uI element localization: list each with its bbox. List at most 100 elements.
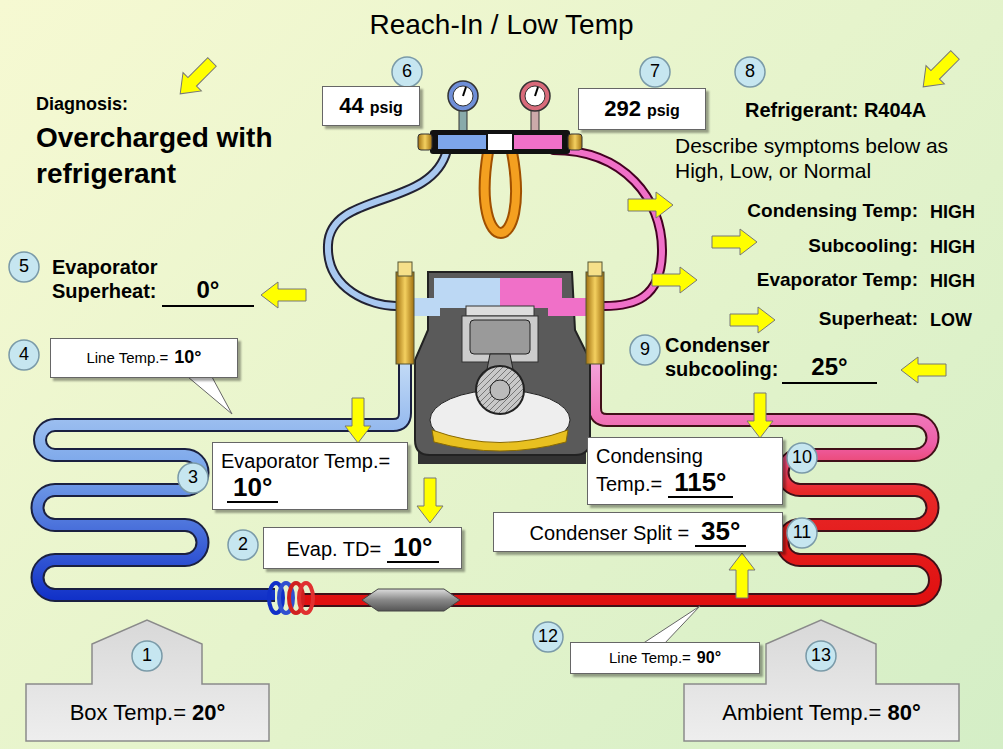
callout-label: 5: [19, 256, 29, 276]
symptom-name: Superheat:: [819, 308, 918, 331]
text-area: Evap. TD= 10°: [264, 528, 461, 568]
callout-label: 3: [188, 467, 198, 487]
text-group: 1: [142, 645, 152, 667]
measurement-name: Evaporator Superheat:: [52, 255, 202, 303]
text-area: 1: [131, 640, 163, 672]
text-group: Evap. TD= 10°: [286, 533, 438, 564]
measurement-value: 0°: [162, 276, 254, 307]
callout-number: 2: [227, 529, 259, 561]
text-area: 6: [391, 56, 423, 88]
text-area: 10: [786, 442, 818, 474]
field-name: Line Temp.=: [86, 349, 168, 366]
text-group: 10: [792, 447, 812, 469]
text-group: 3: [188, 467, 198, 489]
callout-label: 13: [811, 645, 831, 665]
pressure-box: 292psig: [578, 88, 706, 130]
field-value: psig: [370, 99, 403, 116]
heat-load-arrow: Ambient Temp.=80° 13: [683, 620, 960, 742]
field-value: 80°: [887, 700, 920, 725]
text-group: Box Temp.=20°: [70, 700, 226, 726]
text-group: Condensing Temp.=115°: [596, 444, 774, 499]
field-name: Box Temp.=: [70, 700, 186, 725]
text-area: Condenser Split =35°: [494, 513, 782, 551]
gauge-manifold: [418, 81, 582, 154]
diagnosis-heading: Diagnosis:: [36, 94, 128, 116]
measurement-name: Condenser subcooling:: [665, 333, 790, 381]
field-name: Evaporator Temp.=: [221, 450, 390, 472]
refrigerant-type: Refrigerant: R404A: [745, 98, 926, 122]
temperature-box: Evap. TD= 10°: [263, 527, 462, 569]
field-name: 44: [339, 93, 363, 118]
text-group: 2: [238, 534, 248, 556]
callout-label: 9: [640, 339, 650, 359]
symptom-value: HIGH: [930, 237, 975, 259]
heat-load-arrow: Box Temp.=20° 1: [25, 620, 270, 742]
instruction-note: Describe symptoms below as High, Low, or…: [675, 133, 995, 183]
field-value: 10°: [387, 533, 438, 564]
callout-number: 11: [786, 517, 818, 549]
callout-number: 7: [639, 56, 671, 88]
callout-pointer: [188, 377, 232, 414]
callout-number: 4: [8, 339, 40, 371]
field-name: Ambient Temp.=: [722, 700, 881, 725]
callout-label: 8: [745, 61, 755, 81]
text-area: 4: [8, 339, 40, 371]
temperature-box: Line Temp.= 90°: [570, 642, 760, 674]
text-group: 4: [19, 344, 29, 366]
field-name: Evap. TD=: [286, 538, 381, 560]
temperature-box: Evaporator Temp.=10°: [212, 442, 408, 510]
filter-drier: [362, 589, 460, 611]
diagram-title: Reach-In / Low Temp: [0, 8, 1003, 42]
text-area: 11: [786, 517, 818, 549]
text-group: Ambient Temp.=80°: [722, 700, 920, 726]
callout-label: 7: [650, 61, 660, 81]
text-area: 8: [734, 56, 766, 88]
symptom-name: Subcooling:: [808, 235, 918, 258]
text-group: 9: [640, 339, 650, 361]
symptom-name: Evaporator Temp:: [757, 269, 918, 292]
field-name: Condenser Split =: [530, 522, 690, 544]
text-group: 292psig: [604, 96, 680, 122]
text-group: 12: [538, 626, 558, 648]
field-name: 292: [604, 96, 641, 121]
text-area: Line Temp.= 90°: [571, 643, 759, 673]
text-area: 44 psig: [323, 87, 419, 125]
pressure-box: 44 psig: [322, 86, 420, 126]
callout-label: 6: [402, 61, 412, 81]
field-value: 115°: [668, 468, 732, 499]
callout-number: 13: [805, 640, 837, 672]
symptom-value: HIGH: [930, 271, 975, 293]
callout-number: 6: [391, 56, 423, 88]
text-area: 7: [639, 56, 671, 88]
callout-number: 10: [786, 442, 818, 474]
text-area: 9: [629, 334, 661, 366]
callout-label: 12: [538, 626, 558, 646]
field-value: 90°: [697, 649, 721, 666]
text-group: 6: [402, 61, 412, 83]
temperature-box: Condensing Temp.=115°: [587, 437, 783, 505]
callout-label: 4: [19, 344, 29, 364]
text-area: 2: [227, 529, 259, 561]
text-group: 8: [745, 61, 755, 83]
text-area: Evaporator Temp.=10°: [213, 443, 407, 509]
text-area: 12: [532, 621, 564, 653]
text-group: 44 psig: [339, 93, 402, 119]
callout-number: 12: [532, 621, 564, 653]
heat-exchanger: [269, 583, 313, 613]
callout-number: 8: [734, 56, 766, 88]
text-group: Line Temp.= 90°: [609, 648, 721, 667]
text-group: Evaporator Temp.=10°: [221, 449, 399, 504]
text-area: 5: [8, 251, 40, 283]
field-name: Line Temp.=: [609, 649, 691, 666]
text-group: 7: [650, 61, 660, 83]
measurement-value: 25°: [782, 353, 877, 384]
callout-number: 9: [629, 334, 661, 366]
text-area: 292psig: [579, 89, 705, 129]
text-group: 5: [19, 256, 29, 278]
text-group: Condenser Split =35°: [530, 517, 747, 548]
field-value: 35°: [695, 517, 746, 548]
field-value: 10°: [174, 347, 201, 367]
callout-label: 10: [792, 447, 812, 467]
temperature-box: Condenser Split =35°: [493, 512, 783, 552]
callout-label: 2: [238, 534, 248, 554]
